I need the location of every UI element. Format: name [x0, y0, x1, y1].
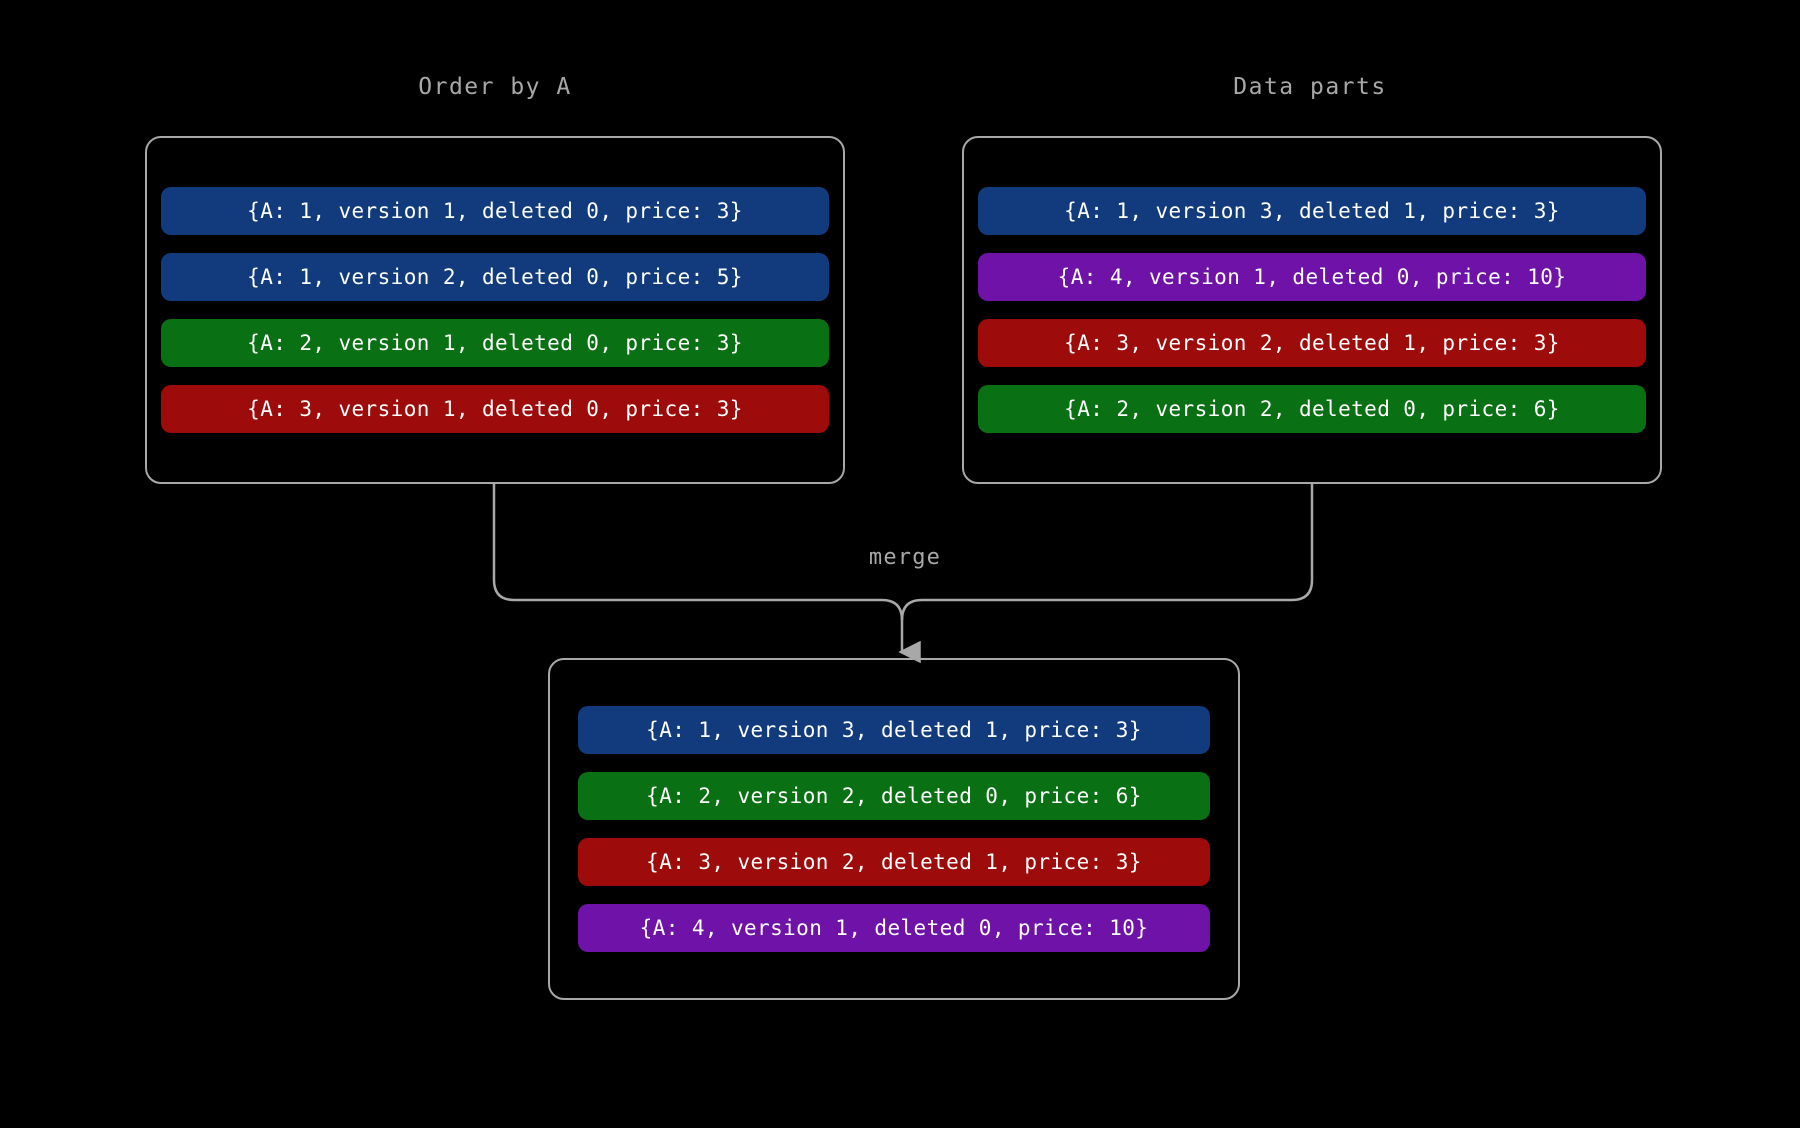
panel-merged-result: {A: 1, version 3, deleted 1, price: 3} {…: [548, 658, 1240, 1000]
record-pill[interactable]: {A: 1, version 2, deleted 0, price: 5}: [161, 253, 829, 301]
record-pill[interactable]: {A: 4, version 1, deleted 0, price: 10}: [978, 253, 1646, 301]
group-title-data-parts: Data parts: [1233, 74, 1387, 100]
record-pill[interactable]: {A: 3, version 2, deleted 1, price: 3}: [578, 838, 1210, 886]
record-pill[interactable]: {A: 2, version 2, deleted 0, price: 6}: [578, 772, 1210, 820]
record-pill[interactable]: {A: 3, version 1, deleted 0, price: 3}: [161, 385, 829, 433]
record-pill[interactable]: {A: 1, version 3, deleted 1, price: 3}: [978, 187, 1646, 235]
merge-label: merge: [868, 545, 942, 570]
panel-data-parts: {A: 1, version 3, deleted 1, price: 3} {…: [962, 136, 1662, 484]
record-pill[interactable]: {A: 2, version 2, deleted 0, price: 6}: [978, 385, 1646, 433]
record-pill[interactable]: {A: 3, version 2, deleted 1, price: 3}: [978, 319, 1646, 367]
row-list-data-parts: {A: 1, version 3, deleted 1, price: 3} {…: [964, 187, 1660, 433]
record-pill[interactable]: {A: 1, version 1, deleted 0, price: 3}: [161, 187, 829, 235]
row-list-order-by-a: {A: 1, version 1, deleted 0, price: 3} {…: [147, 187, 843, 433]
record-pill[interactable]: {A: 4, version 1, deleted 0, price: 10}: [578, 904, 1210, 952]
panel-order-by-a: {A: 1, version 1, deleted 0, price: 3} {…: [145, 136, 845, 484]
row-list-merged: {A: 1, version 3, deleted 1, price: 3} {…: [550, 706, 1238, 952]
record-pill[interactable]: {A: 1, version 3, deleted 1, price: 3}: [578, 706, 1210, 754]
record-pill[interactable]: {A: 2, version 1, deleted 0, price: 3}: [161, 319, 829, 367]
group-title-order-by-a: Order by A: [418, 74, 572, 100]
